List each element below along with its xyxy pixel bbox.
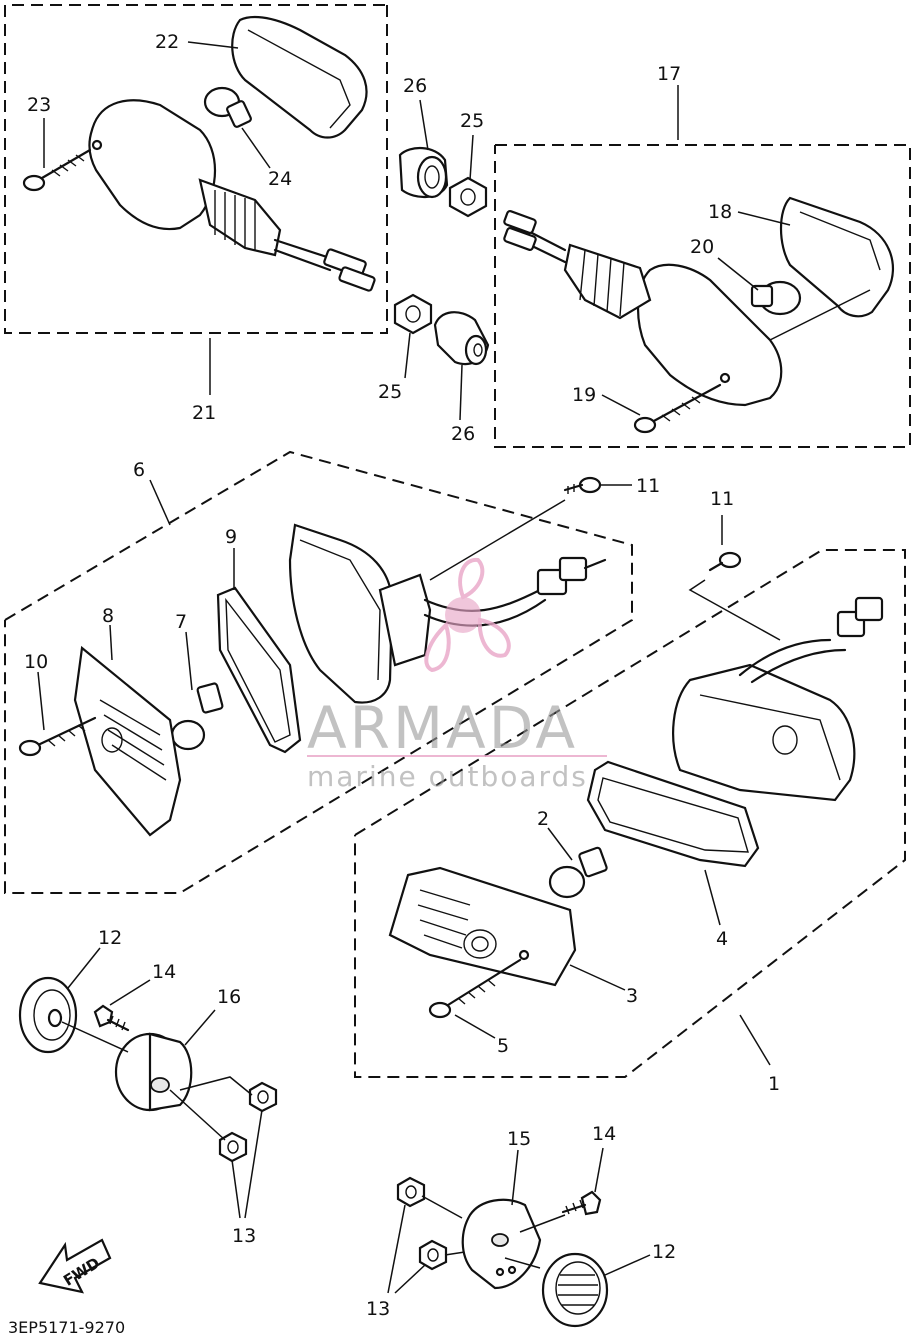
- lens-22[interactable]: [231, 15, 368, 139]
- callout-10: 10: [24, 651, 48, 673]
- callout-26-bottom: 26: [451, 423, 475, 445]
- callout-22: 22: [155, 31, 179, 53]
- assembly-21-box: [4, 4, 388, 395]
- drawing-code: 3EP5171-9270: [8, 1318, 125, 1337]
- collar-25-top[interactable]: [448, 176, 488, 218]
- tail-light-housing-6[interactable]: [288, 523, 607, 704]
- callout-8: 8: [102, 605, 114, 627]
- turn-signal-housing-17[interactable]: [503, 210, 871, 407]
- callout-leaders: [43, 41, 791, 421]
- collar-25-bottom[interactable]: [393, 293, 433, 335]
- gasket-4[interactable]: [586, 760, 760, 926]
- bolt-14-right[interactable]: [561, 1147, 604, 1216]
- callout-11-top: 11: [636, 475, 660, 497]
- callout-14-right: 14: [592, 1123, 616, 1145]
- nut-13-left-a[interactable]: [179, 1076, 278, 1113]
- callout-15: 15: [507, 1128, 531, 1150]
- bracket-15[interactable]: [461, 1149, 566, 1290]
- callout-19: 19: [572, 384, 596, 406]
- callout-4: 4: [716, 928, 728, 950]
- license-light-housing-1[interactable]: [672, 596, 884, 802]
- bulb-7[interactable]: [170, 631, 224, 751]
- callout-21: 21: [192, 402, 216, 424]
- lens-3[interactable]: [388, 866, 626, 991]
- bulb-20[interactable]: [750, 280, 802, 316]
- screw-5[interactable]: [428, 958, 522, 1039]
- bolt-14-left[interactable]: [93, 979, 151, 1032]
- callout-2: 2: [537, 808, 549, 830]
- propeller-logo-icon: [424, 557, 511, 673]
- reflector-12-right[interactable]: [504, 1252, 651, 1328]
- lens-8[interactable]: [73, 624, 182, 837]
- callout-18: 18: [708, 201, 732, 223]
- callout-5: 5: [497, 1035, 509, 1057]
- screw-19[interactable]: [633, 383, 722, 434]
- callout-16: 16: [217, 986, 241, 1008]
- reflector-12-left[interactable]: [18, 947, 101, 1054]
- callout-3: 3: [626, 985, 638, 1007]
- assembly-17-box: [494, 85, 911, 448]
- bulb-24[interactable]: [203, 86, 252, 128]
- turn-signal-housing-21[interactable]: [88, 99, 376, 292]
- callout-13-right: 13: [366, 1298, 390, 1320]
- nut-13-right-b[interactable]: [387, 1204, 479, 1294]
- watermark-brand: ARMADA: [307, 694, 578, 762]
- callout-1: 1: [768, 1073, 780, 1095]
- bracket-16[interactable]: [61, 1009, 216, 1112]
- assembly-1-box: [354, 549, 906, 1078]
- callout-labels: 1 2 3 4 5 6 7 8 9 10 11 11 12 12 13 13 1…: [24, 31, 780, 1320]
- callout-13-left: 13: [232, 1225, 256, 1247]
- lens-18[interactable]: [780, 196, 895, 318]
- screw-23[interactable]: [22, 148, 92, 192]
- callout-9: 9: [225, 526, 237, 548]
- brand-watermark: ARMADA marine outboards: [307, 557, 607, 793]
- watermark-tagline: marine outboards: [307, 760, 588, 793]
- callout-6: 6: [133, 459, 145, 481]
- grommet-26-top[interactable]: [398, 147, 449, 199]
- assembly-6-box: [4, 450, 633, 894]
- callout-26-top: 26: [403, 75, 427, 97]
- callout-25-bottom: 25: [378, 381, 402, 403]
- nut-13-left-b[interactable]: [169, 1089, 263, 1219]
- grommet-26-bottom[interactable]: [433, 311, 490, 366]
- nut-13-right-a[interactable]: [396, 1176, 463, 1219]
- screw-10[interactable]: [18, 671, 97, 757]
- callout-12-left: 12: [98, 927, 122, 949]
- screw-11-top[interactable]: [429, 476, 632, 581]
- callout-14-left: 14: [152, 961, 176, 983]
- callout-12-right: 12: [652, 1241, 676, 1263]
- callout-11-right: 11: [710, 488, 734, 510]
- forward-arrow-icon: FWD: [38, 1238, 112, 1294]
- callout-24: 24: [268, 168, 292, 190]
- callout-25-top: 25: [460, 110, 484, 132]
- gasket-9[interactable]: [216, 548, 302, 754]
- callout-20: 20: [690, 236, 714, 258]
- bulb-2[interactable]: [547, 827, 608, 899]
- callout-17: 17: [657, 63, 681, 85]
- callout-7: 7: [175, 611, 187, 633]
- screw-11-right[interactable]: [688, 515, 781, 641]
- callout-23: 23: [27, 94, 51, 116]
